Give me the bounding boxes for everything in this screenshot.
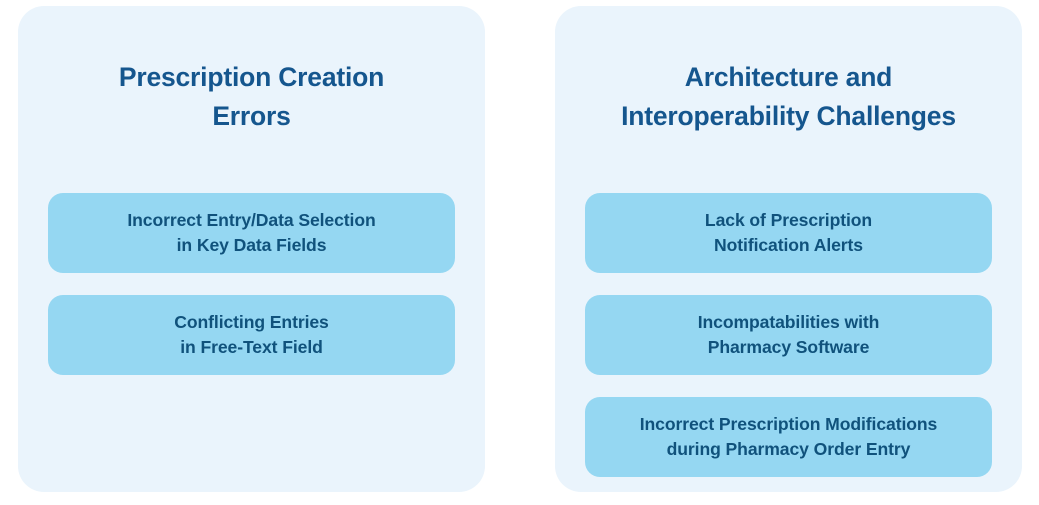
pill-list: Lack of Prescription Notification Alerts…	[585, 193, 992, 477]
pill-item[interactable]: Incorrect Prescription Modifications dur…	[585, 397, 992, 477]
pill-label: Incompatabilities with Pharmacy Software	[697, 312, 880, 357]
pill-list: Incorrect Entry/Data Selection in Key Da…	[48, 193, 455, 375]
pill-item[interactable]: Lack of Prescription Notification Alerts	[585, 193, 992, 273]
pill-item[interactable]: Conflicting Entries in Free-Text Field	[48, 295, 455, 375]
pill-label: Incorrect Prescription Modifications dur…	[639, 414, 938, 459]
pill-item[interactable]: Incompatabilities with Pharmacy Software	[585, 295, 992, 375]
pill-label: Lack of Prescription Notification Alerts	[704, 210, 873, 255]
card-title: Architecture and Interoperability Challe…	[621, 62, 956, 131]
pill-label: Incorrect Entry/Data Selection in Key Da…	[127, 210, 376, 255]
pill-label: Conflicting Entries in Free-Text Field	[174, 312, 329, 357]
card-title: Prescription Creation Errors	[118, 62, 385, 131]
card-prescription-creation-errors: Prescription Creation Errors Incorrect E…	[18, 6, 485, 492]
pill-item[interactable]: Incorrect Entry/Data Selection in Key Da…	[48, 193, 455, 273]
card-architecture-and-interoperability-challenges: Architecture and Interoperability Challe…	[555, 6, 1022, 492]
